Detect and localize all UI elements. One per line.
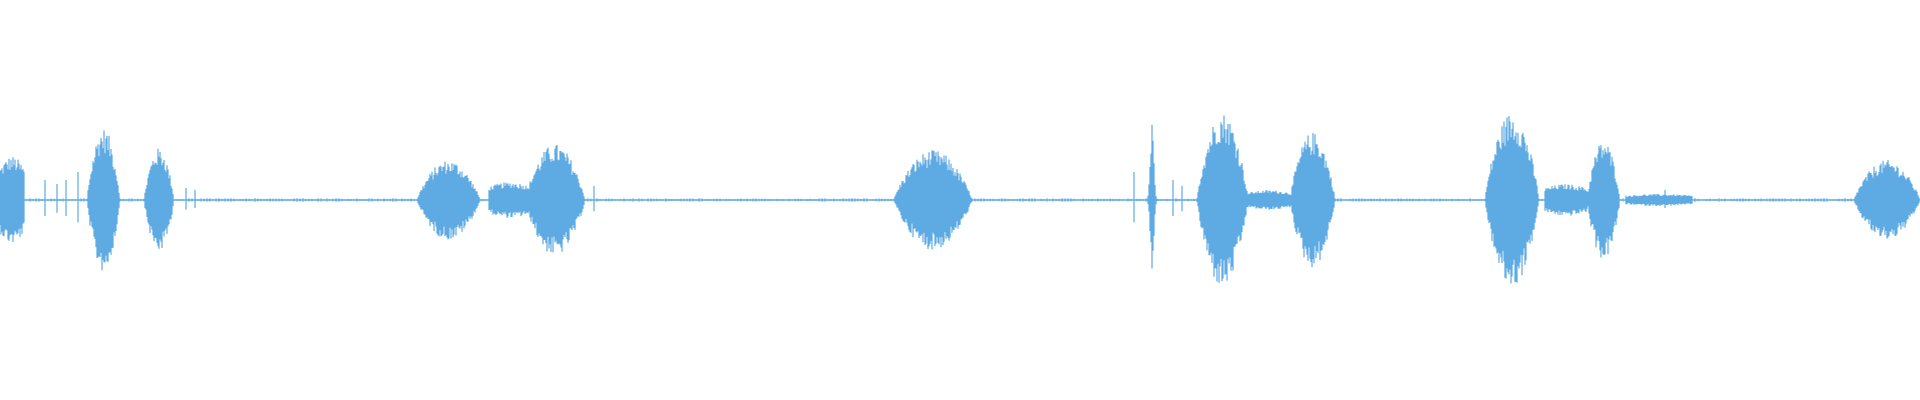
speech-segment: [1485, 116, 1539, 284]
speech-segment: [525, 145, 585, 253]
speech-segment: [894, 150, 972, 250]
speech-segment: [1290, 133, 1335, 268]
speech-segment: [1544, 184, 1588, 216]
speech-segment: [144, 148, 174, 249]
speech-segment: [1197, 115, 1248, 283]
speech-segment: [417, 161, 480, 240]
speech-segment: [1145, 124, 1159, 269]
speech-segment: [1587, 145, 1620, 258]
waveform-samples: [0, 115, 1920, 284]
speech-segment: [1247, 190, 1291, 210]
speech-segment: [87, 130, 120, 271]
speech-segment: [0, 157, 25, 242]
speech-segment: [1854, 160, 1920, 239]
